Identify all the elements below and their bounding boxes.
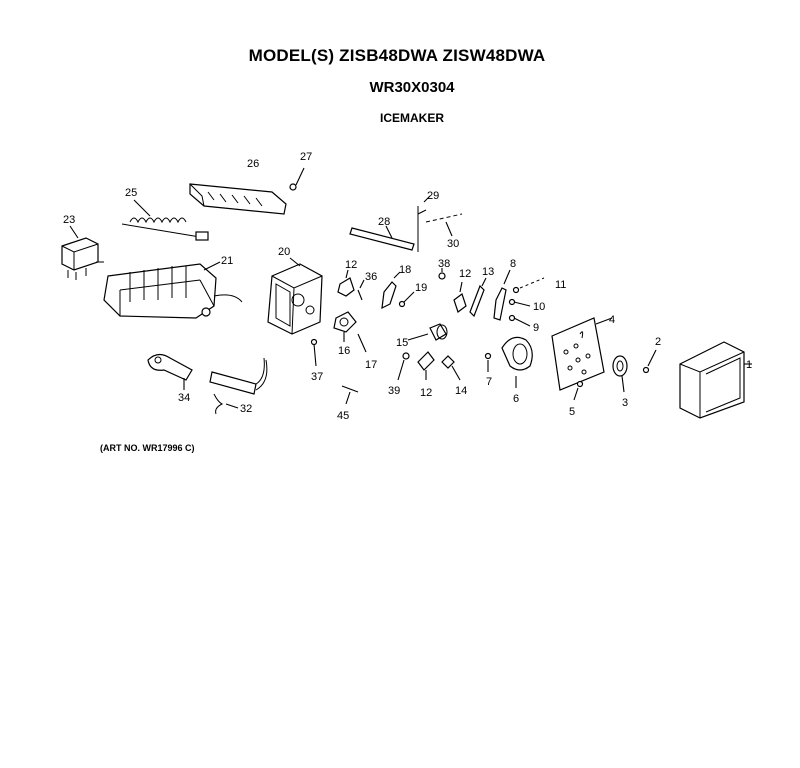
part-19-screw	[398, 291, 415, 308]
callout-4: 4	[609, 314, 615, 326]
callout-26: 26	[247, 158, 259, 170]
part-12-clip-mid	[453, 281, 467, 313]
callout-9: 9	[533, 322, 539, 334]
callout-18: 18	[399, 264, 411, 276]
callout-21: 21	[221, 255, 233, 267]
callout-12-top: 12	[345, 259, 357, 271]
callout-29: 29	[427, 190, 439, 202]
part-12-clip	[337, 269, 355, 297]
callout-5: 5	[569, 406, 575, 418]
part-6-gear	[501, 336, 533, 388]
callout-36: 36	[365, 271, 377, 283]
callout-20: 20	[278, 246, 290, 258]
part-23-connector	[61, 225, 104, 280]
part-1-cover	[679, 341, 752, 419]
callout-45: 45	[337, 410, 349, 422]
part-20-housing	[267, 257, 323, 335]
callout-37: 37	[311, 371, 323, 383]
callout-30: 30	[447, 238, 459, 250]
callout-17: 17	[365, 359, 377, 371]
callout-27: 27	[300, 151, 312, 163]
part-36-pin	[357, 279, 365, 301]
callout-12-mid: 12	[459, 268, 471, 280]
part-12-clip-low	[417, 351, 435, 380]
part-18-bracket	[381, 271, 401, 310]
part-39-screw	[397, 352, 410, 381]
part-16-switch	[333, 311, 357, 342]
part-4-plate	[551, 317, 613, 391]
part-9-screw	[508, 314, 531, 327]
callout-2: 2	[655, 336, 661, 348]
part-3-knob	[612, 355, 628, 393]
part-27-screw	[289, 167, 305, 191]
callout-16: 16	[338, 345, 350, 357]
callout-39: 39	[388, 385, 400, 397]
part-28-arm	[349, 225, 415, 251]
part-2-screw	[642, 349, 657, 374]
part-8-arm	[493, 269, 511, 321]
part-32-harness	[209, 357, 268, 415]
callout-3: 3	[622, 397, 628, 409]
part-11-screw	[512, 277, 545, 294]
callout-15: 15	[396, 337, 408, 349]
model-title: MODEL(S) ZISB48DWA ZISW48DWA	[248, 46, 546, 65]
part-26-bracket	[189, 183, 287, 215]
callout-25: 25	[125, 187, 137, 199]
part-29-lever	[417, 195, 431, 252]
part-10-screw	[508, 298, 531, 307]
callout-32: 32	[240, 403, 252, 415]
part-30-shaft	[425, 213, 463, 237]
callout-6: 6	[513, 393, 519, 405]
callout-7: 7	[486, 376, 492, 388]
callout-28: 28	[378, 216, 390, 228]
part-number: WR30X0304	[369, 79, 455, 96]
callout-1: 1	[746, 359, 752, 371]
assembly-name: ICEMAKER	[379, 111, 444, 125]
part-15-cam	[407, 323, 448, 341]
callout-19: 19	[415, 282, 427, 294]
callout-38: 38	[438, 258, 450, 270]
callout-11: 11	[555, 279, 566, 291]
callout-12-low: 12	[420, 387, 432, 399]
part-7-screw	[484, 352, 492, 372]
callout-23: 23	[63, 214, 75, 226]
part-25-heater	[121, 199, 209, 241]
part-34-fill-cup	[147, 353, 193, 390]
part-14-bracket	[441, 355, 461, 381]
part-38-screw	[438, 268, 446, 280]
part-45-screw	[341, 385, 359, 405]
part-5-screw	[573, 380, 584, 401]
part-21-ice-mold	[103, 261, 243, 319]
part-37-screw	[310, 338, 318, 367]
part-13-spring	[469, 277, 487, 318]
callout-34: 34	[178, 392, 190, 404]
callout-10: 10	[533, 301, 545, 313]
part-17-screw	[357, 333, 367, 353]
callout-8: 8	[510, 258, 516, 270]
art-number: (ART NO. WR17996 C)	[100, 443, 195, 453]
callout-14: 14	[455, 385, 467, 397]
callout-13: 13	[482, 266, 494, 278]
